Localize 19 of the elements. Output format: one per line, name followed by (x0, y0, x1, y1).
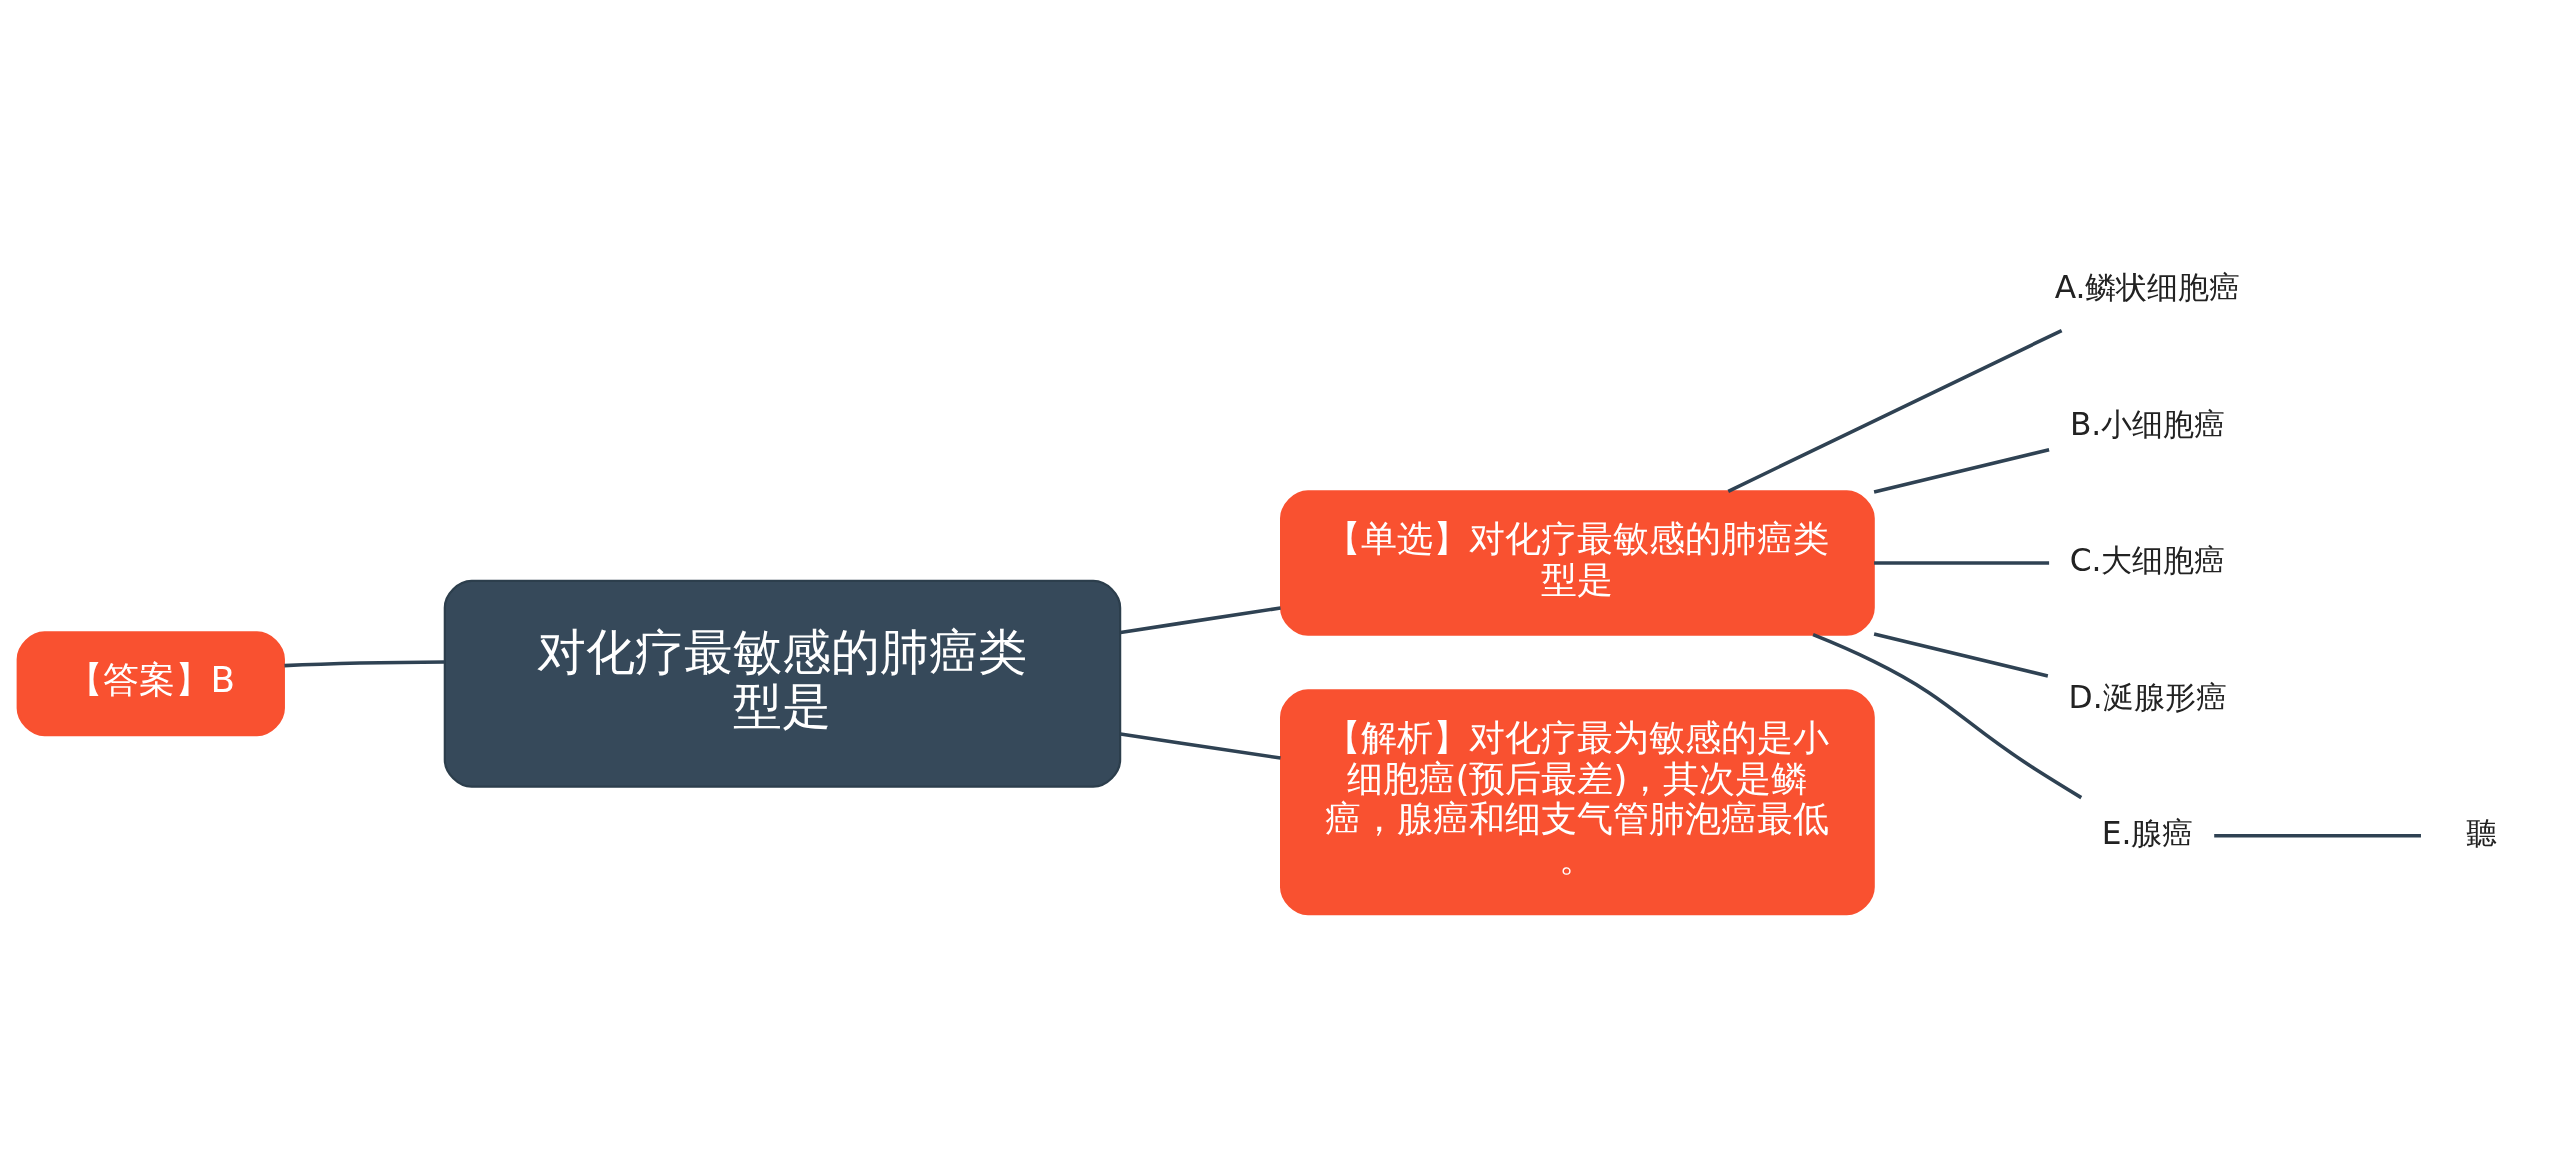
connector (1873, 631, 2049, 678)
node-text: D.涎腺形癌 (2068, 678, 2227, 715)
node-text: 聽 (2466, 814, 2498, 851)
connector (2214, 833, 2421, 838)
connector (1120, 605, 1281, 634)
connector (1874, 560, 2050, 565)
connector (1873, 447, 2050, 494)
node-text: A.鳞状细胞癌 (2054, 268, 2241, 305)
node-box: 对化疗最敏感的肺癌类型是 (443, 579, 1122, 788)
node-box: 【单选】对化疗最敏感的肺癌类型是 (1280, 489, 1875, 636)
node-text: C.大细胞癌 (2069, 541, 2226, 578)
connector (1727, 328, 2063, 493)
node-box: 【答案】B (16, 630, 285, 736)
node-text: E.腺癌 (2101, 814, 2194, 851)
connector (1812, 632, 2083, 799)
node-text: B.小细胞癌 (2069, 405, 2226, 442)
connector (284, 659, 445, 667)
connector (1120, 731, 1281, 760)
node-box: 【解析】对化疗最为敏感的是小细胞癌(预后最差)，其次是鳞癌，腺癌和细支气管肺泡癌最低。 (1280, 688, 1875, 915)
